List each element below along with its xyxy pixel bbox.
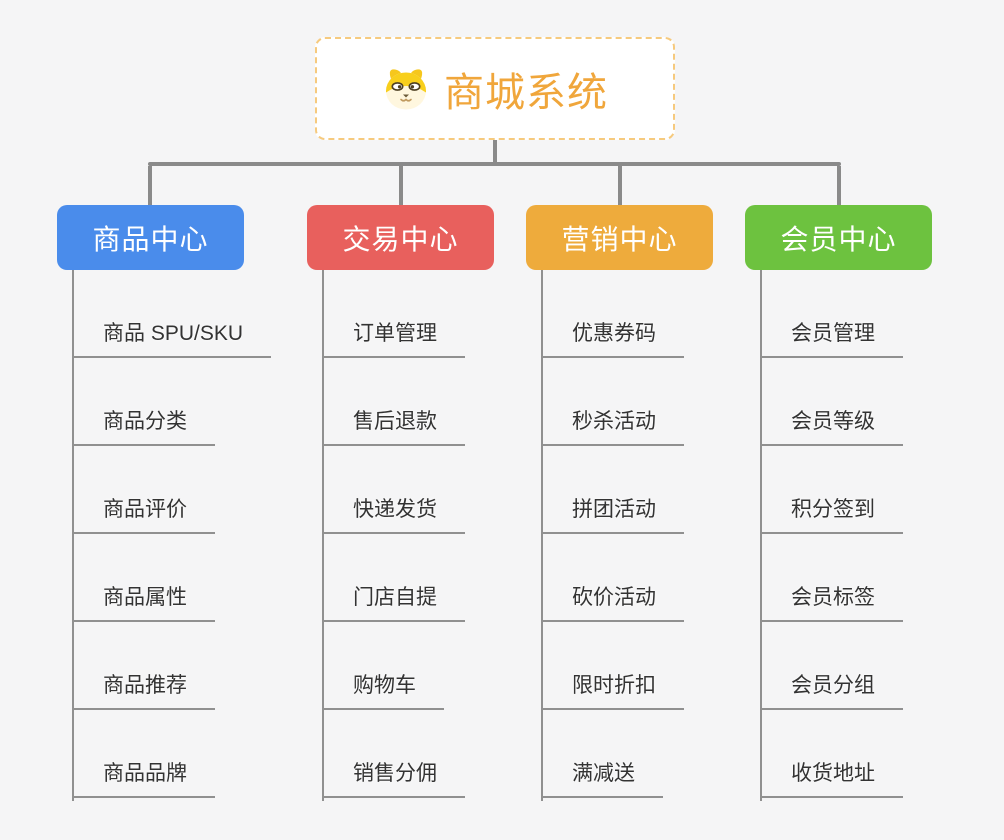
- branch-node-member[interactable]: 会员中心: [745, 205, 932, 270]
- branch-trunk-line: [541, 270, 543, 801]
- branch-items: 优惠券码 秒杀活动 拼团活动 砍价活动 限时折扣 满减送: [541, 270, 684, 798]
- connector-horizontal-bar: [148, 162, 841, 166]
- leaf-node: 购物车: [322, 622, 465, 710]
- branch-node-marketing[interactable]: 营销中心: [526, 205, 713, 270]
- branch-node-trade[interactable]: 交易中心: [307, 205, 494, 270]
- leaf-label[interactable]: 限时折扣: [541, 669, 684, 710]
- leaf-node: 秒杀活动: [541, 358, 684, 446]
- leaf-label[interactable]: 商品分类: [72, 405, 215, 446]
- leaf-label[interactable]: 会员标签: [760, 581, 903, 622]
- leaf-label[interactable]: 拼团活动: [541, 493, 684, 534]
- leaf-node: 售后退款: [322, 358, 465, 446]
- leaf-label[interactable]: 快递发货: [322, 493, 465, 534]
- branch-column-member: 会员中心 会员管理 会员等级 积分签到 会员标签 会员分组 收货地址: [745, 205, 932, 801]
- connector-drop-trade: [399, 166, 403, 205]
- branch-label: 商品中心: [92, 223, 209, 255]
- leaf-label[interactable]: 优惠券码: [541, 317, 684, 358]
- leaf-node: 商品 SPU/SKU: [72, 270, 272, 358]
- dog-face-icon: [382, 65, 430, 113]
- leaf-label[interactable]: 购物车: [322, 669, 444, 710]
- branch-column-marketing: 营销中心 优惠券码 秒杀活动 拼团活动 砍价活动 限时折扣 满减送: [526, 205, 713, 801]
- leaf-label[interactable]: 订单管理: [322, 317, 465, 358]
- leaf-label[interactable]: 商品评价: [72, 493, 215, 534]
- leaf-node: 会员分组: [760, 622, 903, 710]
- leaf-node: 商品评价: [72, 446, 271, 534]
- leaf-node: 订单管理: [322, 270, 465, 358]
- leaf-label[interactable]: 秒杀活动: [541, 405, 684, 446]
- leaf-node: 商品品牌: [72, 710, 271, 798]
- leaf-node: 拼团活动: [541, 446, 684, 534]
- connector-drop-member: [837, 166, 841, 205]
- leaf-label[interactable]: 砍价活动: [541, 581, 684, 622]
- leaf-label[interactable]: 会员分组: [760, 669, 903, 710]
- leaf-label[interactable]: 商品属性: [72, 581, 215, 622]
- leaf-label[interactable]: 商品品牌: [72, 757, 215, 798]
- leaf-node: 商品分类: [72, 358, 271, 446]
- leaf-node: 砍价活动: [541, 534, 684, 622]
- leaf-node: 会员等级: [760, 358, 903, 446]
- leaf-node: 商品推荐: [72, 622, 271, 710]
- leaf-node: 优惠券码: [541, 270, 684, 358]
- leaf-label[interactable]: 收货地址: [760, 757, 903, 798]
- branch-trunk-line: [760, 270, 762, 801]
- leaf-label[interactable]: 销售分佣: [322, 757, 465, 798]
- leaf-label[interactable]: 会员等级: [760, 405, 903, 446]
- leaf-label[interactable]: 会员管理: [760, 317, 903, 358]
- branch-column-trade: 交易中心 订单管理 售后退款 快递发货 门店自提 购物车 销售分佣: [307, 205, 494, 801]
- leaf-label[interactable]: 积分签到: [760, 493, 903, 534]
- leaf-node: 满减送: [541, 710, 684, 798]
- branch-label: 交易中心: [342, 223, 459, 255]
- leaf-label[interactable]: 商品推荐: [72, 669, 215, 710]
- leaf-label[interactable]: 门店自提: [322, 581, 465, 622]
- branch-label: 会员中心: [780, 223, 897, 255]
- branch-trunk-line: [72, 270, 74, 801]
- connector-drop-product: [148, 166, 152, 205]
- branch-label: 营销中心: [561, 223, 678, 255]
- connector-root-stem: [493, 140, 497, 164]
- leaf-node: 限时折扣: [541, 622, 684, 710]
- branch-column-product: 商品中心 商品 SPU/SKU 商品分类 商品评价 商品属性 商品推荐 商品品牌: [57, 205, 272, 801]
- leaf-node: 收货地址: [760, 710, 903, 798]
- branch-items: 商品 SPU/SKU 商品分类 商品评价 商品属性 商品推荐 商品品牌: [72, 270, 272, 798]
- leaf-label[interactable]: 售后退款: [322, 405, 465, 446]
- leaf-label[interactable]: 满减送: [541, 757, 663, 798]
- root-title: 商城系统: [444, 70, 608, 115]
- leaf-label[interactable]: 商品 SPU/SKU: [72, 317, 272, 358]
- leaf-node: 销售分佣: [322, 710, 465, 798]
- connector-drop-marketing: [618, 166, 622, 205]
- branch-node-product[interactable]: 商品中心: [57, 205, 244, 270]
- branch-trunk-line: [322, 270, 324, 801]
- root-node[interactable]: 商城系统: [315, 37, 675, 140]
- branch-items: 订单管理 售后退款 快递发货 门店自提 购物车 销售分佣: [322, 270, 465, 798]
- leaf-node: 会员管理: [760, 270, 903, 358]
- branch-items: 会员管理 会员等级 积分签到 会员标签 会员分组 收货地址: [760, 270, 903, 798]
- leaf-node: 积分签到: [760, 446, 903, 534]
- leaf-node: 门店自提: [322, 534, 465, 622]
- leaf-node: 商品属性: [72, 534, 271, 622]
- leaf-node: 快递发货: [322, 446, 465, 534]
- leaf-node: 会员标签: [760, 534, 903, 622]
